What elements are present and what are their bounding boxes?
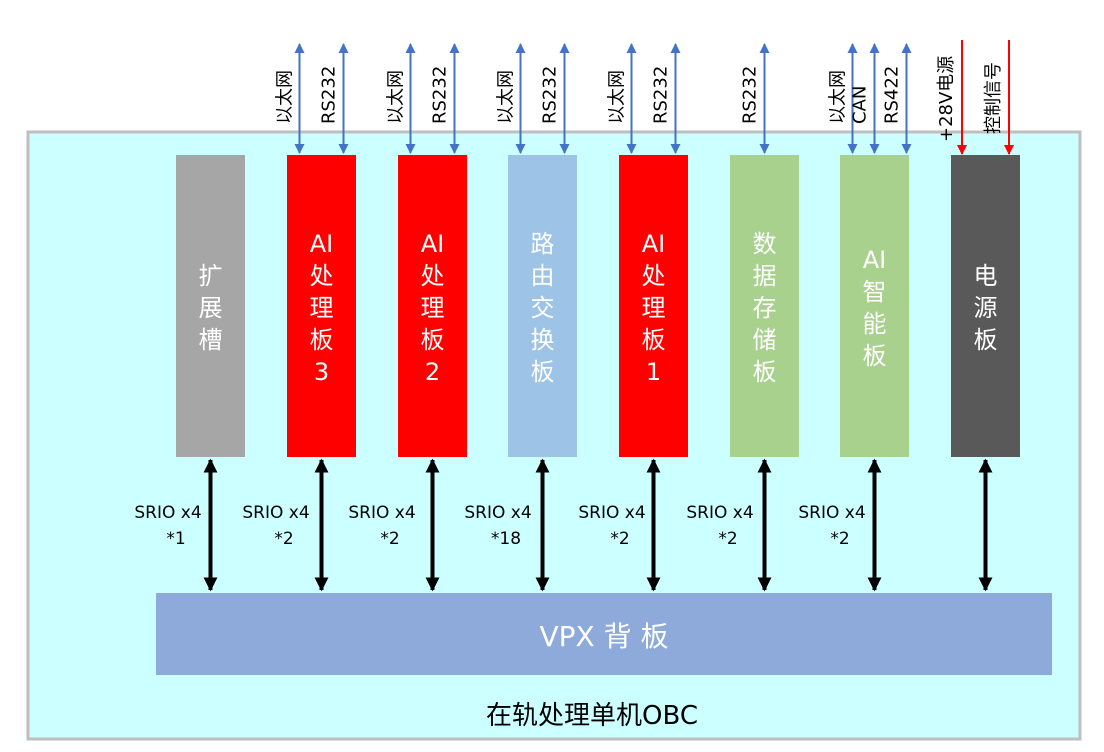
board-expansion-label-line: 扩 (199, 262, 223, 290)
io-label-ai2: RS232 (430, 66, 451, 124)
board-ai-smart-label-line: AI (863, 246, 887, 274)
srio-link-ai3-label: SRIO x4 (242, 503, 309, 523)
board-expansion-label-line: 槽 (199, 326, 223, 354)
board-power-label-line: 源 (974, 294, 998, 322)
srio-link-storage-label: *2 (718, 529, 737, 549)
board-ai2-label-line: 板 (421, 326, 445, 354)
board-router-label-line: 由 (531, 262, 555, 290)
board-ai1-label-line: 板 (642, 326, 666, 354)
board-ai2-label-line: 理 (421, 294, 445, 322)
srio-link-expansion-label: *1 (166, 529, 185, 549)
board-ai3-label-line: 处 (310, 262, 334, 290)
board-storage-label-line: 存 (753, 294, 777, 322)
srio-link-router-label: *18 (491, 529, 521, 549)
io-label-ai1: 以太网 (607, 70, 628, 124)
board-ai3-label-line: 板 (310, 326, 334, 354)
io-label-ai1: RS232 (651, 66, 672, 124)
board-ai1 (619, 155, 688, 457)
board-expansion-label-line: 展 (199, 294, 223, 322)
board-power-label-line: 板 (974, 326, 998, 354)
board-router (508, 155, 577, 457)
io-label-power: 控制信号 (983, 62, 1004, 134)
board-ai3-label-line: 理 (310, 294, 334, 322)
board-router-label-line: 换 (531, 326, 555, 354)
io-label-ai3: RS232 (319, 66, 340, 124)
board-ai2-label-line: 2 (425, 358, 440, 386)
io-label-router: RS232 (540, 66, 561, 124)
board-storage-label-line: 板 (753, 358, 777, 386)
vpx-backplane-label: VPX 背 板 (539, 620, 668, 653)
srio-link-router-label: SRIO x4 (464, 503, 531, 523)
board-ai-smart (840, 155, 909, 457)
srio-link-storage-label: SRIO x4 (686, 503, 753, 523)
board-router-label-line: 路 (531, 230, 555, 258)
board-storage-label-line: 数 (753, 230, 777, 258)
board-ai3-label-line: 3 (314, 358, 329, 386)
board-storage-label-line: 储 (753, 326, 777, 354)
vpx-backplane (156, 593, 1052, 675)
external-io-layer: 以太网 RS232 以太网 RS232 以太网 RS232 以太网 RS232 RS232 以太网… (275, 40, 1014, 155)
srio-link-ai1-label: SRIO x4 (578, 503, 645, 523)
board-storage (730, 155, 799, 457)
board-storage-label-line: 据 (753, 262, 777, 290)
board-ai3-label-line: AI (310, 230, 334, 258)
board-ai2 (398, 155, 467, 457)
io-label-storage: RS232 (740, 66, 761, 124)
io-label-ai-smart: 以太网 (828, 70, 849, 124)
board-ai-smart-label-line: 智 (863, 278, 887, 306)
srio-links-layer: SRIO x4 *1 SRIO x4 *2 SRIO x4 *2 SRIO x4 *18 SRI… (134, 458, 993, 592)
io-label-ai3: 以太网 (275, 70, 296, 124)
srio-link-ai3-label: *2 (274, 529, 293, 549)
io-label-ai-smart: RS422 (882, 66, 903, 124)
srio-link-ai-smart-label: *2 (830, 529, 849, 549)
board-ai3 (287, 155, 356, 457)
board-ai-smart-label-line: 能 (863, 310, 887, 338)
srio-link-ai2-label: SRIO x4 (348, 503, 415, 523)
io-label-power: +28V电源 (936, 56, 957, 142)
io-label-ai2: 以太网 (386, 70, 407, 124)
srio-link-ai-smart-label: SRIO x4 (798, 503, 865, 523)
board-ai1-label-line: 处 (642, 262, 666, 290)
board-ai2-label-line: AI (421, 230, 445, 258)
obc-unit-title: 在轨处理单机OBC (486, 701, 698, 731)
board-expansion (176, 155, 245, 457)
board-ai-smart-label-line: 板 (863, 342, 887, 370)
board-ai2-label-line: 处 (421, 262, 445, 290)
board-ai1-label-line: 理 (642, 294, 666, 322)
srio-link-ai2-label: *2 (380, 529, 399, 549)
board-ai1-label-line: AI (642, 230, 666, 258)
board-power (951, 155, 1020, 457)
srio-link-ai1-label: *2 (610, 529, 629, 549)
board-power-label-line: 电 (974, 262, 998, 290)
board-router-label-line: 板 (531, 358, 555, 386)
board-ai1-label-line: 1 (646, 358, 661, 386)
board-router-label-line: 交 (531, 294, 555, 322)
io-label-ai-smart: CAN (850, 86, 871, 124)
io-label-router: 以太网 (496, 70, 517, 124)
srio-link-expansion-label: SRIO x4 (134, 503, 201, 523)
